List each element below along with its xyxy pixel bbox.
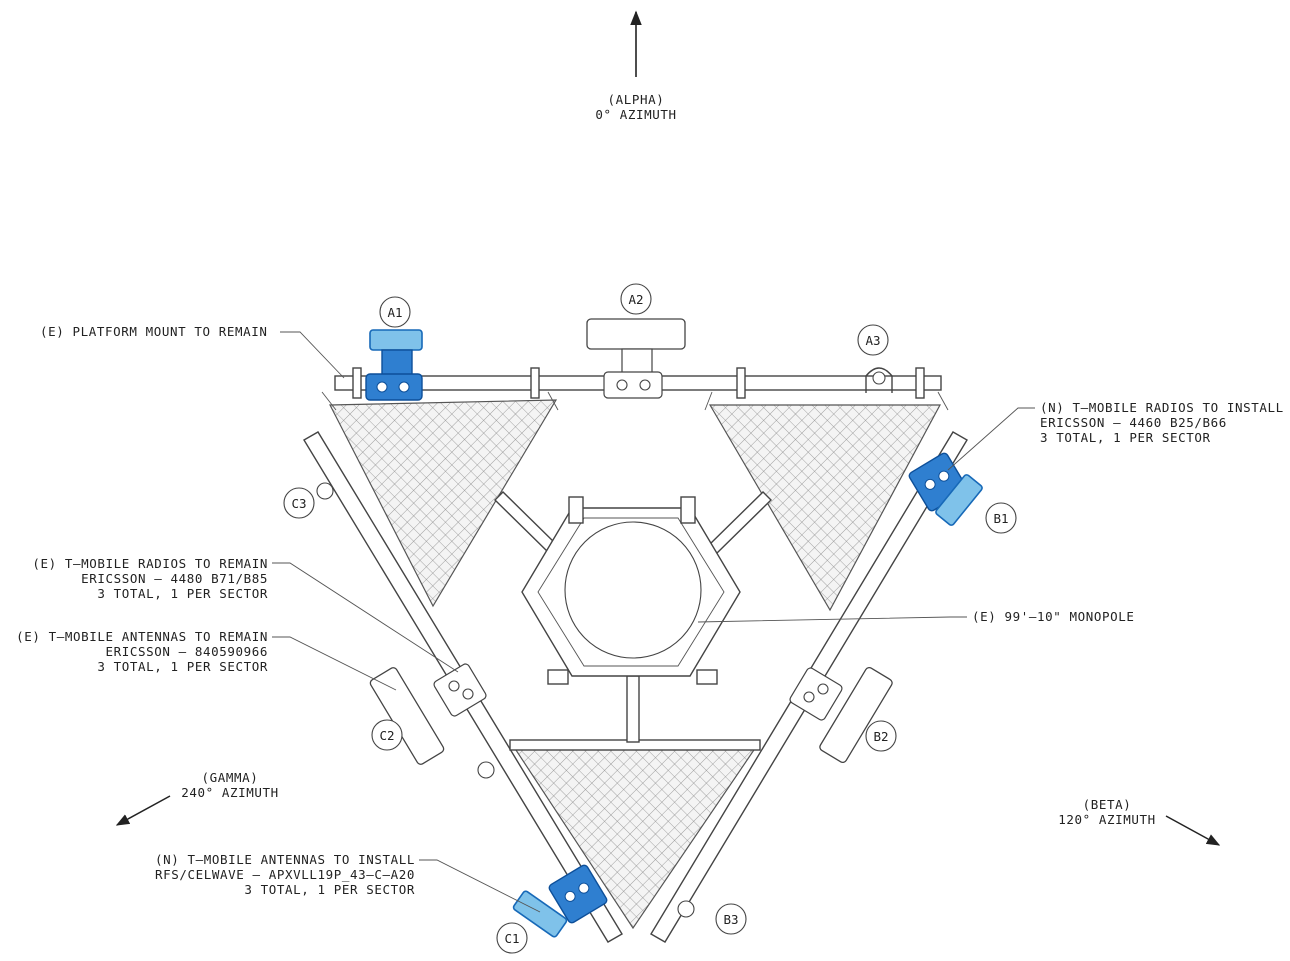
new-radio-c1 [548,864,608,924]
bottom-strut [626,675,640,743]
beta-azimuth-indicator: (BETA) 120° AZIMUTH [1058,797,1221,846]
callouts: (E) PLATFORM MOUNT TO REMAIN (N) T–MOBIL… [16,324,1284,913]
radio-a2 [603,371,663,399]
alpha-azimuth-indicator: (ALPHA) 0° AZIMUTH [595,10,676,122]
tag-a3: A3 [857,324,889,356]
callout-new-radios-line1: (N) T–MOBILE RADIOS TO INSTALL [1040,400,1284,415]
callout-new-radios-line3: 3 TOTAL, 1 PER SECTOR [1040,430,1211,445]
strut-upper-left [494,491,558,554]
new-antenna-b1 [935,474,983,526]
monopole-shaft [564,521,702,659]
callout-existing-antennas-line2: ERICSSON – 840590966 [105,644,268,659]
svg-text:B1: B1 [993,511,1008,526]
new-radio-a1 [381,349,413,377]
alpha-name: (ALPHA) [608,92,665,107]
callout-existing-radios-line3: 3 TOTAL, 1 PER SECTOR [97,586,268,601]
new-antenna-a1 [369,329,423,351]
svg-text:A3: A3 [865,333,880,348]
existing-radios [433,371,843,721]
svg-text:C3: C3 [291,496,306,511]
grating-alpha-right [708,404,942,612]
alpha-azimuth: 0° AZIMUTH [595,107,676,122]
new-equipment [365,329,983,938]
tag-c2: C2 [371,719,403,751]
callout-monopole: (E) 99'–10" MONOPOLE [972,609,1135,624]
callout-new-antennas-line2: RFS/CELWAVE – APXVLL19P_43–C–A20 [155,867,415,882]
svg-text:C1: C1 [504,931,519,946]
radio-c2 [433,663,487,717]
tag-a2: A2 [620,283,652,315]
radio-b2 [789,667,843,721]
gamma-azimuth-indicator: (GAMMA) 240° AZIMUTH [115,770,279,826]
svg-text:B3: B3 [723,912,738,927]
svg-text:C2: C2 [379,728,394,743]
tag-c3: C3 [283,487,315,519]
bracket-a3 [865,367,893,393]
strut-upper-right [708,491,772,554]
callout-new-antennas-line1: (N) T–MOBILE ANTENNAS TO INSTALL [155,852,415,867]
beta-azimuth: 120° AZIMUTH [1058,812,1156,827]
callout-existing-antennas-line3: 3 TOTAL, 1 PER SECTOR [97,659,268,674]
svg-text:A2: A2 [628,292,643,307]
gamma-arrow [115,795,171,826]
svg-text:B2: B2 [873,729,888,744]
callout-new-antennas-line3: 3 TOTAL, 1 PER SECTOR [244,882,415,897]
new-antenna-c1 [512,890,568,938]
callout-platform-mount: (E) PLATFORM MOUNT TO REMAIN [40,324,268,339]
callout-existing-antennas-line1: (E) T–MOBILE ANTENNAS TO REMAIN [16,629,268,644]
antenna-b2 [819,666,893,764]
beta-arrow [1165,815,1221,846]
callout-existing-radios-line2: ERICSSON – 4480 B71/B85 [81,571,268,586]
gamma-name: (GAMMA) [202,770,259,785]
beta-name: (BETA) [1083,797,1132,812]
monopole [521,496,741,685]
tag-c1: C1 [496,922,528,954]
platform-grating [329,399,942,930]
svg-text:A1: A1 [387,305,402,320]
callout-new-radios-line2: ERICSSON – 4460 B25/B66 [1040,415,1227,430]
bracket-c3 [316,482,334,500]
callout-existing-radios-line1: (E) T–MOBILE RADIOS TO REMAIN [32,556,268,571]
tag-a1: A1 [379,296,411,328]
tag-b1: B1 [985,502,1017,534]
tag-b3: B3 [715,903,747,935]
grating-alpha-left [329,399,558,608]
gamma-azimuth: 240° AZIMUTH [181,785,279,800]
antenna-a2 [586,318,686,350]
position-tags: A1 A2 A3 B1 B2 B3 C1 C2 C3 [283,283,1017,954]
antenna-c2 [369,667,445,765]
existing-antennas [316,318,893,918]
bracket-b3 [677,900,695,918]
tag-b2: B2 [865,720,897,752]
